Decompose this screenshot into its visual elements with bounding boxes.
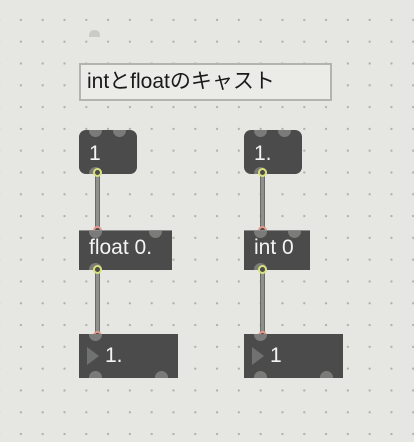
message-left-label: 1	[89, 142, 101, 165]
outlet[interactable]	[254, 371, 267, 378]
patch-cord[interactable]	[260, 176, 265, 228]
number-left-value: 1.	[105, 344, 123, 367]
outlet-pin	[93, 168, 102, 177]
patch-cord[interactable]	[95, 176, 100, 228]
inlet[interactable]	[89, 334, 102, 341]
outlet-pin	[93, 265, 102, 274]
message-box-right[interactable]: 1.	[244, 130, 302, 174]
message-right-label: 1.	[254, 142, 272, 165]
outlet[interactable]	[155, 371, 168, 378]
number-triangle-icon	[252, 347, 264, 365]
inlet[interactable]	[288, 231, 301, 238]
inlet[interactable]	[89, 231, 102, 238]
number-right-value: 1	[270, 344, 282, 367]
inlet[interactable]	[254, 130, 267, 137]
inlet[interactable]	[254, 231, 267, 238]
cursor-indicator	[89, 30, 100, 37]
float-object[interactable]: float 0.	[79, 230, 172, 270]
outlet-pin	[258, 168, 267, 177]
outlet[interactable]	[320, 371, 333, 378]
message-box-left[interactable]: 1	[79, 130, 137, 174]
inlet[interactable]	[254, 334, 267, 341]
comment-box[interactable]: intとfloatのキャスト	[79, 63, 332, 101]
number-box-right[interactable]: 1	[244, 334, 343, 378]
number-triangle-icon	[87, 347, 99, 365]
float-object-label: float 0.	[89, 236, 153, 259]
patch-cord[interactable]	[95, 272, 100, 334]
inlet[interactable]	[278, 130, 291, 137]
outlet[interactable]	[89, 371, 102, 378]
outlet-pin	[258, 265, 267, 274]
inlet[interactable]	[149, 231, 162, 238]
inlet[interactable]	[89, 130, 102, 137]
patch-cord[interactable]	[260, 272, 265, 334]
int-object-label: int 0	[254, 236, 294, 259]
number-box-left[interactable]: 1.	[79, 334, 178, 378]
int-object[interactable]: int 0	[244, 230, 310, 270]
inlet[interactable]	[113, 130, 126, 137]
